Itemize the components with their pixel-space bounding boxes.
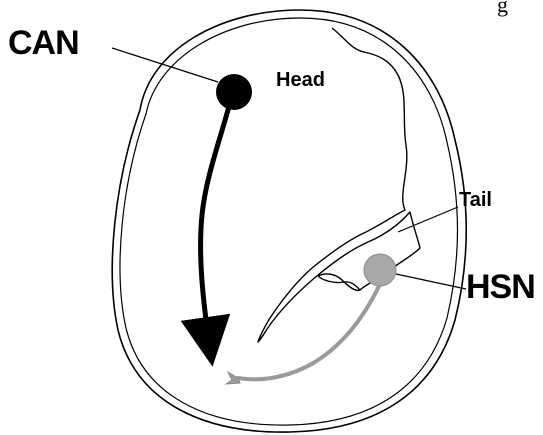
can-axon-arrow (201, 95, 232, 342)
label-head: Head (276, 69, 325, 91)
can-leader-line (112, 48, 218, 82)
tail-leader-line (398, 207, 458, 232)
hsn-axon-tip-icon (226, 372, 240, 384)
label-can: CAN (8, 24, 79, 62)
label-hsn: HSN (466, 268, 535, 306)
can-cell-body (216, 74, 252, 110)
hsn-leader-line (396, 274, 466, 289)
hsn-cell-body (364, 254, 396, 286)
label-tail: Tail (459, 189, 492, 211)
caption-fragment: g (497, 0, 508, 17)
hsn-axon (238, 284, 380, 379)
